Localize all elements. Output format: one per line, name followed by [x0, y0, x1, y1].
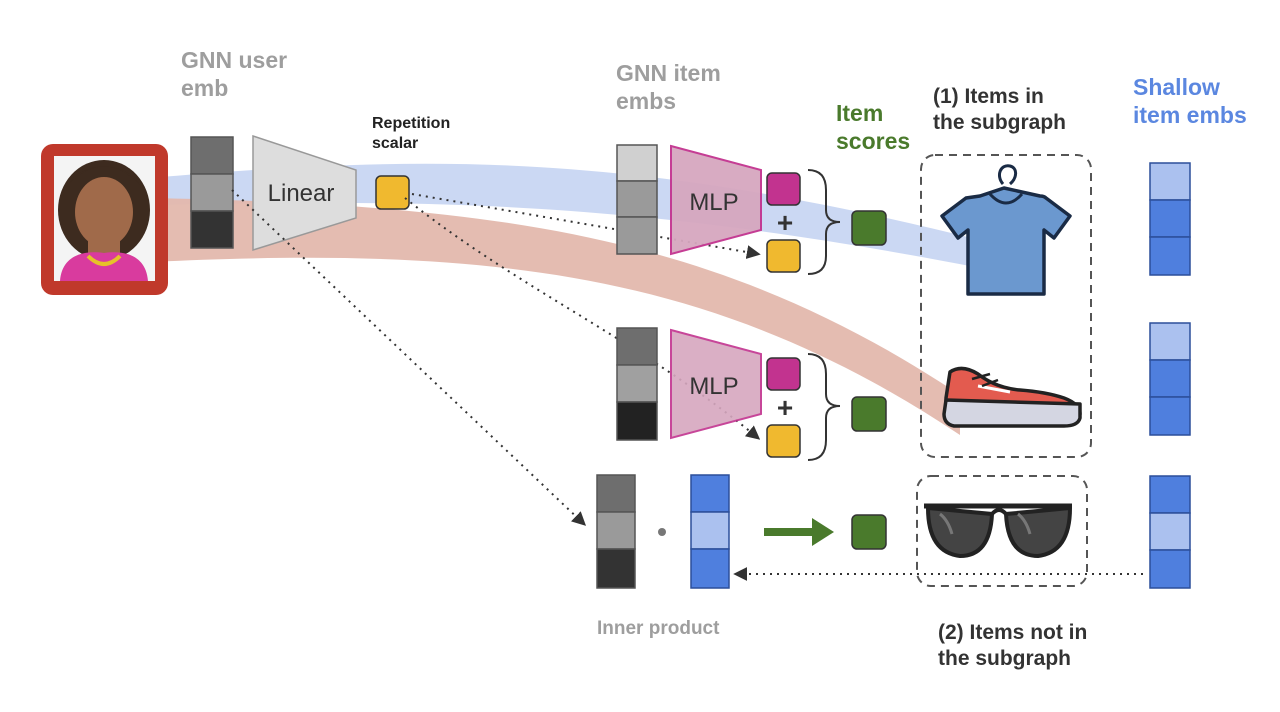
- sneaker-icon: [942, 366, 1082, 428]
- magenta-score-top: [766, 172, 801, 206]
- sunglasses-icon: [924, 503, 1073, 559]
- mlp-label-top: MLP: [689, 189, 738, 216]
- linear-label: Linear: [268, 180, 335, 207]
- shallow-item-emb-stack-2: [1149, 322, 1191, 436]
- inner-product-item-stack: [690, 474, 730, 589]
- linear-layer: [252, 134, 357, 252]
- mlp-layer-middle: [670, 328, 762, 440]
- brace-middle: [807, 353, 841, 461]
- gnn-user-emb-stack: [190, 136, 234, 249]
- repetition-scalar-square: [375, 175, 410, 210]
- tshirt-icon: [940, 164, 1072, 296]
- shallow-item-embs-label: Shallow item embs: [1133, 74, 1247, 129]
- gnn-item-emb-stack-top: [616, 144, 658, 255]
- shallow-item-emb-stack-3: [1149, 475, 1191, 589]
- green-arrow-icon: [764, 518, 834, 546]
- dot-operator: [658, 528, 666, 536]
- magenta-score-middle: [766, 357, 801, 391]
- user-to-sneaker-band: [150, 198, 960, 435]
- yellow-score-top: [766, 239, 801, 273]
- inner-product-user-stack: [596, 474, 636, 589]
- brace-top: [807, 169, 841, 275]
- plus-sign-middle: +: [777, 392, 793, 423]
- gnn-item-embs-label: GNN item embs: [616, 60, 721, 115]
- item-score-top: [851, 210, 887, 246]
- repetition-scalar-label: Repetition scalar: [372, 115, 451, 152]
- yellow-score-middle: [766, 424, 801, 458]
- scalar-to-middle-yellow-arrow: [404, 197, 761, 440]
- items-not-in-subgraph-box: [916, 475, 1088, 587]
- plus-sign-top: +: [777, 207, 793, 238]
- inner-product-label: Inner product: [597, 618, 720, 639]
- mlp-layer-top: [670, 144, 762, 256]
- gnn-user-emb-label: GNN user emb: [181, 47, 288, 102]
- item-score-middle: [851, 396, 887, 432]
- items-in-subgraph-box: [920, 154, 1092, 458]
- user-to-tshirt-band: [150, 163, 980, 268]
- items-not-in-subgraph-label: (2) Items not in the subgraph: [938, 621, 1088, 670]
- items-in-subgraph-label: (1) Items in the subgraph: [933, 85, 1067, 134]
- item-scores-label: Item scores: [836, 100, 911, 155]
- shallow-item-emb-stack-1: [1149, 162, 1191, 276]
- user-avatar-icon: [41, 144, 168, 295]
- item-score-bottom: [851, 514, 887, 550]
- gnn-item-emb-stack-middle: [616, 327, 658, 441]
- scalar-to-top-yellow-arrow: [411, 193, 761, 259]
- mlp-label-middle: MLP: [689, 373, 738, 400]
